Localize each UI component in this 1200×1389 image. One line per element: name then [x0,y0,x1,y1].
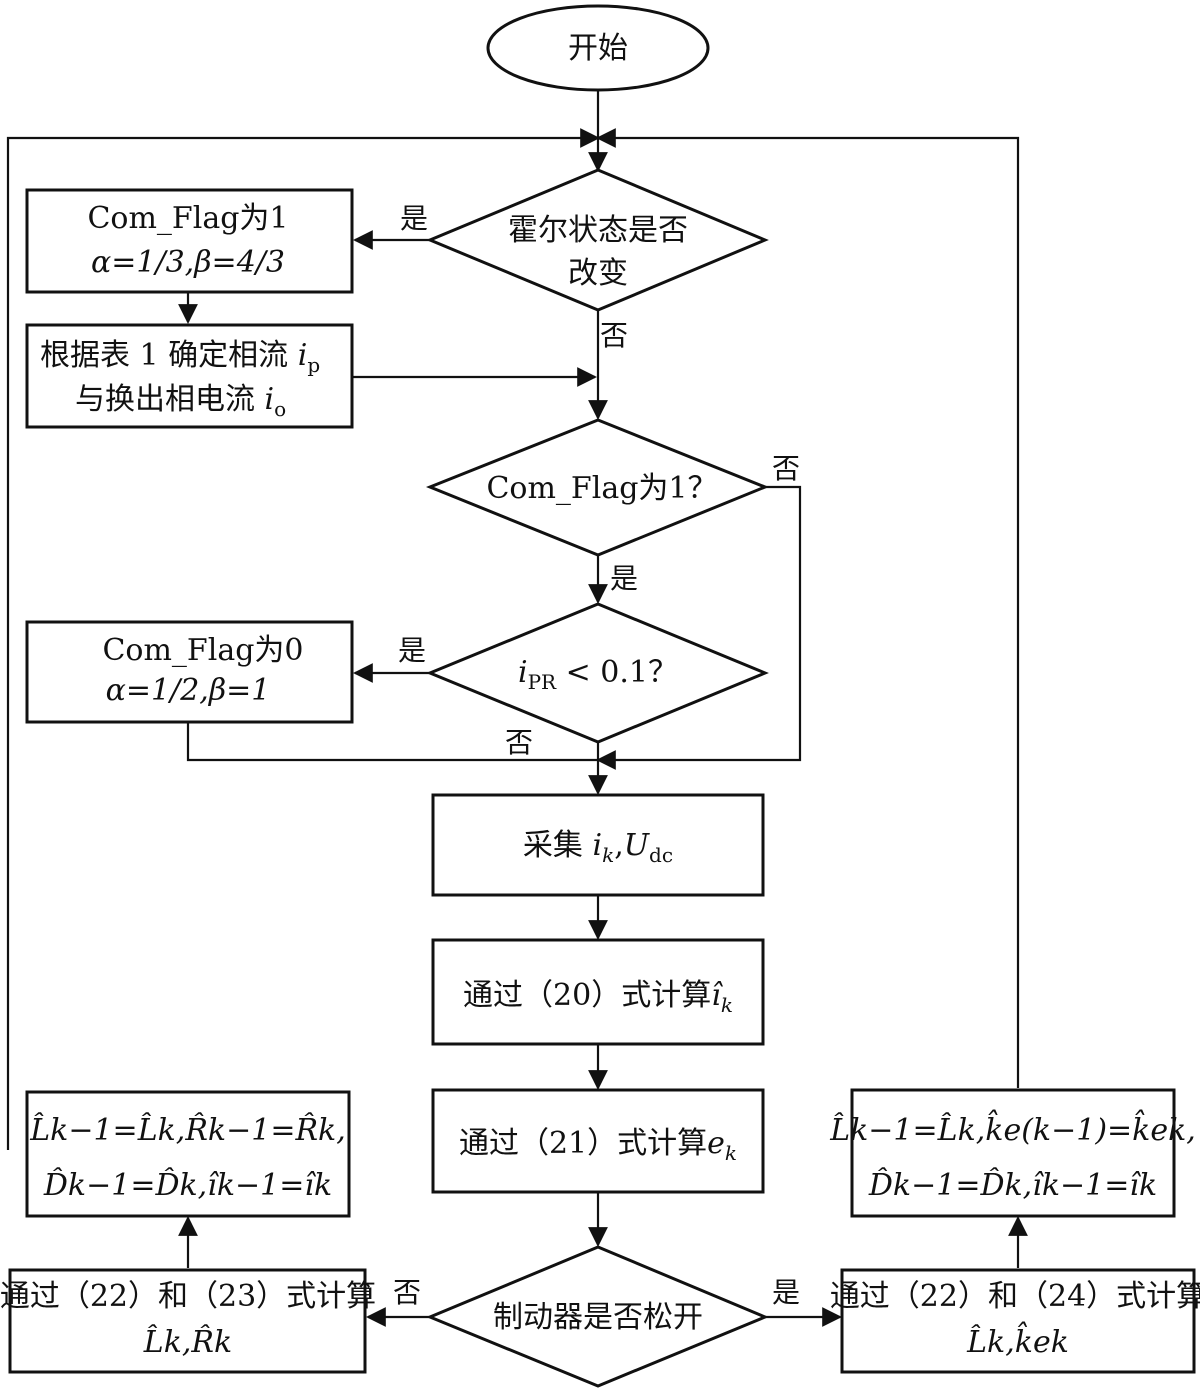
collect-label: 采集 ik,Udc [523,828,673,867]
brake-decision-label: 制动器是否松开 [493,1300,703,1335]
edge-set0-to-main [186,722,598,762]
calc21-label: 通过（21）式计算ek [459,1126,737,1165]
calc20-box [431,938,765,1046]
ipr-decision-label: iPR < 0.1？ [518,655,678,694]
update-left-line2: D̂k−1=D̂k,îk−1=îk [43,1168,332,1203]
update-left-line1: L̂k−1=L̂k,R̂k−1=R̂k, [29,1113,346,1148]
calc2223-line1: 通过（22）和（23）式计算 [0,1279,376,1314]
label-ipr-yes: 是 [398,634,426,667]
table-phase-box [25,323,354,429]
hall-label-line1: 霍尔状态是否 [508,213,688,248]
edge-flag-no [596,485,802,770]
flag-decision-label: Com_Flag为1？ [486,471,717,506]
calc21-box [431,1088,765,1194]
set-flag1-alpha-beta: α=1/3,β=4/3 [91,245,285,280]
connectors [6,90,1028,1327]
calc2224-vars: L̂k,k̂ek [966,1321,1069,1360]
table-line1: 根据表 1 确定相流 ip [40,338,320,377]
update-right-line1: L̂k−1=L̂k,k̂e(k−1)=k̂ek, [829,1109,1196,1148]
ipr-decision [426,602,769,744]
edge-left-loop [6,128,600,1150]
calc2223-box [8,1268,367,1374]
update-left-box [25,1090,351,1218]
table-line2: 与换出相电流 io [75,382,286,421]
label-brake-no: 否 [393,1276,421,1309]
calc2224-line1: 通过（22）和（24）式计算 [830,1279,1200,1314]
label-flag-yes: 是 [610,562,638,595]
collect-box [431,793,765,897]
set-flag0-alpha-beta: α=1/2,β=1 [106,673,271,708]
hall-label-line2: 改变 [568,256,628,291]
calc2224-box [840,1268,1196,1374]
start-label: 开始 [568,31,628,66]
calc2223-vars: L̂k,R̂k [143,1325,232,1360]
hall-decision [426,168,769,312]
set-flag1-box [25,188,354,294]
label-brake-yes: 是 [772,1276,800,1309]
set-flag1-line1: Com_Flag为1 [87,201,288,236]
set-flag0-line1: Com_Flag为0 [102,633,303,668]
edge-right-loop [596,128,1020,1088]
calc20-label: 通过（20）式计算îk [463,978,733,1017]
label-ipr-no: 否 [505,726,533,759]
label-hall-yes: 是 [400,202,428,235]
label-hall-no: 否 [600,319,628,352]
brake-decision [426,1245,769,1388]
flag-decision [425,418,770,557]
update-right-line2: D̂k−1=D̂k,îk−1=îk [868,1168,1157,1203]
update-right-box [850,1088,1176,1218]
set-flag0-box [25,620,354,724]
edge-labels: 是 否 否 是 是 否 否 是 [393,202,800,1309]
start-terminal [486,4,710,92]
label-flag-no: 否 [772,452,800,485]
